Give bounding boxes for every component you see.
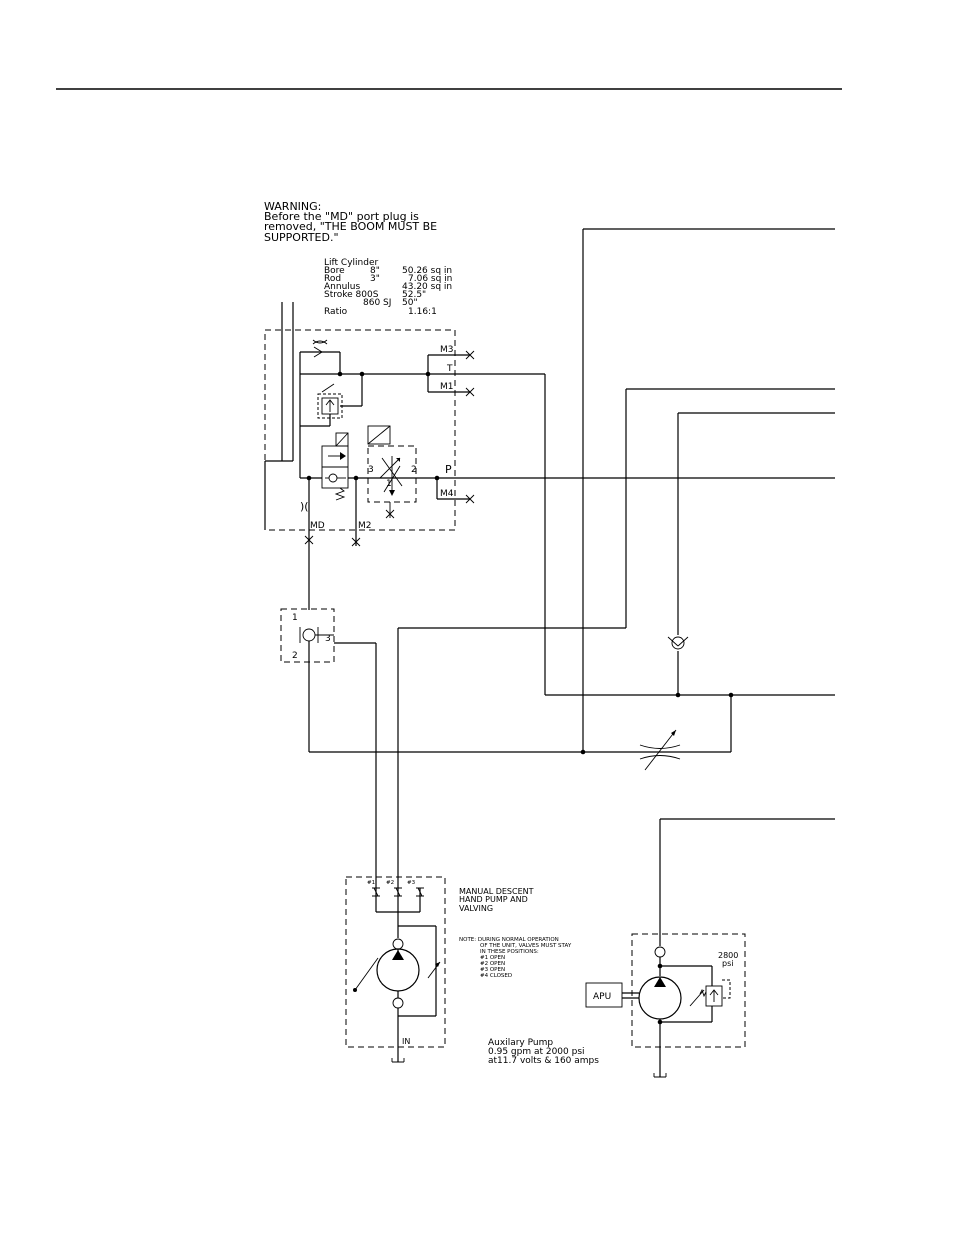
aux-relief-valve — [705, 985, 723, 1007]
port-m4-label: M4 — [440, 489, 454, 499]
spec-label: Stroke 800S — [324, 290, 379, 300]
warning-note: WARNING: Before the "MD" port plug is re… — [264, 200, 437, 244]
reservoir-symbol — [391, 1058, 405, 1063]
note-line-1: NOTE: DURING NORMAL OPERATION — [459, 937, 559, 943]
auxiliary-pump-unit: 2800 psi APU Auxilary Pump 0.95 gpm at 2… — [488, 818, 835, 1078]
orifice-label: )( — [300, 500, 309, 513]
note-line-2: OF THE UNIT, VALVES MUST STAY — [480, 943, 572, 949]
shuttle-port-2: 2 — [292, 651, 298, 661]
spec-label: Rod — [324, 274, 341, 284]
plug-m2 — [351, 537, 361, 547]
shuttle-valve-outline — [280, 608, 335, 663]
hand-pump-title-1: MANUAL DESCENT — [459, 887, 534, 896]
manual-descent-hand-pump: #1 #2 #3 IN MANUAL DESCENT HAND PUMP AND… — [345, 876, 572, 1063]
warning-line-4: SUPPORTED." — [264, 231, 339, 244]
shuttle-port-3: 3 — [325, 634, 331, 644]
aux-caption-1: Auxilary Pump — [488, 1038, 553, 1048]
flow-control-valve — [639, 744, 681, 749]
spec-value: 43.20 sq in — [402, 282, 452, 292]
spec-value: 50.26 sq in — [402, 266, 452, 276]
aux-caption-2: 0.95 gpm at 2000 psi — [488, 1047, 585, 1057]
plug-m1 — [465, 387, 475, 397]
proportional-valve — [367, 445, 417, 503]
valve-label-3: #3 — [407, 880, 416, 886]
spec-size: 3" — [370, 274, 380, 284]
hand-pump-title-2: HAND PUMP AND — [459, 895, 528, 904]
spec-value: 52.5" — [402, 290, 426, 300]
port-p-label: P — [445, 463, 452, 476]
port-m2-label: M2 — [358, 521, 372, 531]
warning-line-3: removed, "THE BOOM MUST BE — [264, 220, 437, 233]
check-valve — [671, 636, 685, 650]
note-line-6: #3 OPEN — [480, 967, 505, 973]
spec-value: 50" — [402, 298, 418, 308]
lift-valve-manifold: 3 2 1 M3 T M1 P M4 )( MD M2 — [264, 302, 835, 610]
proportional-solenoid — [367, 425, 391, 445]
spec-value: 7.06 sq in — [408, 274, 452, 284]
aux-caption-3: at11.7 volts & 160 amps — [488, 1056, 599, 1066]
note-line-3: IN THESE POSITIONS: — [480, 949, 539, 955]
plug-md — [304, 535, 314, 545]
warning-line-2: Before the "MD" port plug is — [264, 210, 419, 223]
port-m1-label: M1 — [440, 382, 454, 392]
valve-port-2: 2 — [411, 465, 417, 475]
spec-size: 8" — [370, 266, 380, 276]
note-line-5: #2 OPEN — [480, 961, 505, 967]
manifold-block-outline — [264, 329, 456, 531]
aux-pump-outline — [631, 933, 746, 1048]
apu-motor-box — [585, 982, 623, 1008]
hand-pump-outline — [345, 876, 446, 1048]
valve-port-1: 1 — [386, 479, 392, 489]
note-line-7: #4 CLOSED — [480, 973, 512, 979]
aux-check-valve — [654, 946, 666, 958]
port-md-label: MD — [310, 521, 325, 531]
pump-check-lower — [392, 997, 404, 1009]
plug-m4 — [465, 494, 475, 504]
aux-reservoir-symbol — [653, 1073, 667, 1078]
shuttle-port-1: 1 — [292, 613, 298, 623]
relief-unit-label: psi — [722, 959, 733, 968]
port-t-label: T — [446, 364, 453, 374]
in-port-label: IN — [402, 1037, 410, 1046]
note-line-4: #1 OPEN — [480, 955, 505, 961]
relief-value-label: 2800 — [718, 951, 738, 960]
pump-check-upper — [392, 938, 404, 950]
valve-label-2: #2 — [386, 880, 394, 886]
needle-valves — [372, 887, 424, 897]
port-m3-label: M3 — [440, 345, 454, 355]
plug-m3 — [465, 350, 475, 360]
spec-label: Annulus — [324, 282, 360, 292]
lift-cylinder-title: Lift Cylinder — [324, 258, 378, 268]
valve-label-1: #1 — [367, 880, 375, 886]
apu-label: APU — [593, 992, 611, 1002]
orifice-symbol — [312, 340, 328, 345]
warning-line-1: WARNING: — [264, 200, 321, 213]
spec-label: 860 SJ — [363, 298, 391, 308]
spec-label: Ratio — [324, 307, 348, 317]
shuttle-valve: 1 2 3 — [280, 608, 377, 900]
lift-cylinder-specs: Lift Cylinder Bore 8" 50.26 sq in Rod 3"… — [324, 258, 452, 317]
valve-port-3: 3 — [368, 465, 374, 475]
hand-pump-title-3: VALVING — [459, 904, 493, 913]
spec-value: 1.16:1 — [408, 307, 437, 317]
pressure-and-return-lines — [309, 228, 835, 900]
spec-label: Bore — [324, 266, 345, 276]
